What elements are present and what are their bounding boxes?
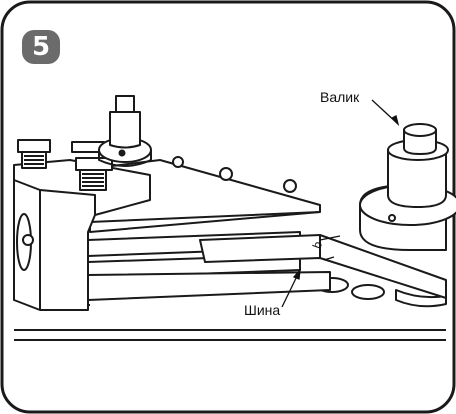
bolt-right	[71, 141, 113, 191]
roller-label: Валик	[320, 89, 360, 105]
step-badge: 5	[22, 30, 60, 64]
bar-label: Шина	[244, 302, 281, 318]
roller	[387, 123, 449, 208]
adjust-post	[98, 95, 152, 167]
bolt-left	[17, 139, 51, 169]
